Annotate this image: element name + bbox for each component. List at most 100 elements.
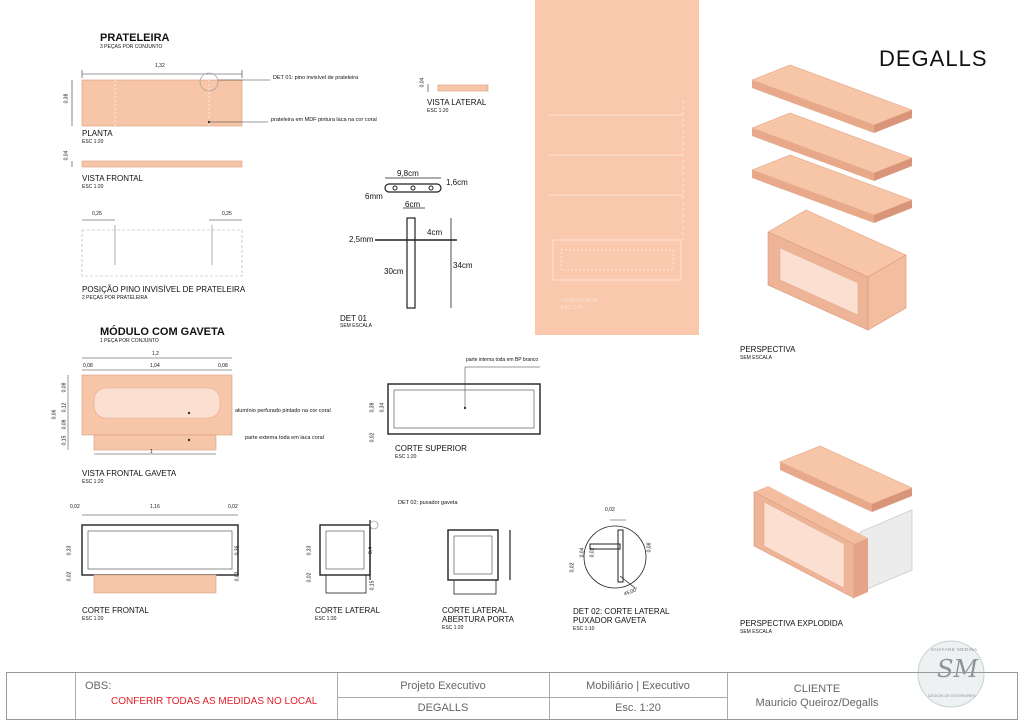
obs-text: CONFERIR TODAS AS MEDIDAS NO LOCAL <box>111 696 318 707</box>
modulo-dim-c: 0,08 <box>218 363 228 369</box>
cf-dim-4: 0,36 <box>234 545 241 556</box>
det01-d8: 34cm <box>453 261 473 270</box>
pin-dim-left: 0,25 <box>92 211 102 217</box>
designer-logo <box>917 640 985 708</box>
modulo-dim-b: 1,04 <box>150 363 160 369</box>
modulo-dim-total: 1,2 <box>152 351 159 357</box>
client-label: CLIENTE <box>793 683 841 695</box>
perspectiva-drawing <box>751 64 913 331</box>
corte-frontal-scale: ESC 1:20 <box>82 616 104 622</box>
cl-dim-3: 0,15 <box>369 580 376 591</box>
corte-lateral-aberta-label: CORTE LATERAL <box>442 606 508 615</box>
det01-drawing <box>375 177 457 309</box>
det02-dim-4: 0,08 <box>646 542 653 553</box>
cs-dim-2: 0,02 <box>369 432 376 443</box>
note-det02: DET 02: puxador gaveta <box>398 500 458 506</box>
logo-initials: SM <box>937 655 979 683</box>
modulo-dim-a: 0,08 <box>83 363 93 369</box>
prateleira-title: PRATELEIRA <box>100 32 170 44</box>
cf-dim-2: 0,02 <box>228 504 238 510</box>
det02-dim-3: 0,02 <box>589 547 596 558</box>
cs-dim-0: 0,38 <box>369 402 376 413</box>
note-aluminio: alumínio perfurado pintado na cor coral <box>235 408 331 414</box>
cs-dim-1: 0,34 <box>379 402 386 413</box>
corte-superior-drawing <box>387 366 541 435</box>
perspectiva-subtitle: SEM ESCALA <box>740 355 772 361</box>
cf-dim-5: 0,02 <box>66 571 73 582</box>
modulo-dim-bottom: 1 <box>150 449 153 455</box>
det01-title: DET 01 <box>340 314 367 323</box>
det01-d2: 1,6cm <box>446 178 468 187</box>
vista-lateral-scale: ESC 1:20 <box>427 108 449 114</box>
brand-title: DEGALLS <box>879 46 988 71</box>
scale-text: Esc. 1:20 <box>615 702 661 714</box>
modulo-subtitle: 1 PEÇA POR CONJUNTO <box>100 338 159 344</box>
stage-text: Projeto Executivo <box>400 680 486 692</box>
vista-frontal-label: VISTA FRONTAL <box>82 174 144 183</box>
det02-dim-2: 0,04 <box>579 547 586 558</box>
note-interna: parte interna toda em BP branco <box>466 357 539 363</box>
elevation-panel <box>535 0 699 335</box>
logo-bottom-text: DESIGN DE INTERIORES <box>928 693 976 698</box>
corte-superior-label: CORTE SUPERIOR <box>395 444 467 453</box>
det02-drawing <box>583 519 647 589</box>
det01-subtitle: SEM ESCALA <box>340 323 372 329</box>
modulo-dim-left-0: 0,08 <box>61 382 68 393</box>
corte-lateral-drawing <box>319 520 379 594</box>
vista-frontal-gaveta-label: VISTA FRONTAL GAVETA <box>82 469 177 478</box>
note-externa: parte externa toda em laca coral <box>245 435 324 441</box>
prateleira-dim-thick: 0,04 <box>63 150 70 161</box>
corte-frontal-label: CORTE FRONTAL <box>82 606 149 615</box>
det01-d5: 2,5mm <box>349 235 374 244</box>
pin-dim-right: 0,25 <box>222 211 232 217</box>
lateral-dim-thick: 0,04 <box>419 77 426 88</box>
logo-top-text: SHAYANE MEDINA <box>931 647 978 652</box>
det01-d4: 6cm <box>405 200 421 209</box>
perspectiva-explodida-title: PERSPECTIVA EXPLODIDA <box>740 619 843 628</box>
modulo-dim-left-2: 0,08 <box>61 419 68 430</box>
det02-label2: PUXADOR GAVETA <box>573 616 647 625</box>
cl-dim-2: 0,02 <box>306 572 313 583</box>
modulo-dim-left-3: 0,06 <box>51 409 58 420</box>
posicao-subtitle: 2 PEÇAS POR PRATELEIRA <box>82 295 148 301</box>
modulo-title: MÓDULO COM GAVETA <box>100 326 225 338</box>
modulo-dim-left-4: 0,15 <box>61 435 68 446</box>
vista-frontal-gaveta-scale: ESC 1:20 <box>82 479 104 485</box>
posicao-label: POSIÇÃO PINO INVISÍVEL DE PRATELEIRA <box>82 285 246 294</box>
obs-label: OBS: <box>85 680 112 692</box>
cf-dim-3: 0,33 <box>66 545 73 556</box>
cl-dim-0: 0,33 <box>306 545 313 556</box>
det01-d3: 6mm <box>365 192 383 201</box>
corte-lateral-scale: ESC 1:20 <box>315 616 337 622</box>
corte-lateral-aberta-drawing <box>447 529 511 595</box>
corte-lateral-label: CORTE LATERAL <box>315 606 381 615</box>
det01-d7: 30cm <box>384 267 404 276</box>
corte-frontal-drawing <box>81 514 239 594</box>
det01-d6: 4cm <box>427 228 443 237</box>
category-text: Mobiliário | Executivo <box>586 680 690 692</box>
vista-frontal-gaveta-drawing <box>67 357 233 455</box>
elevation-label: VISTA FRONTAL <box>561 298 600 304</box>
planta-scale: ESC 1:20 <box>82 139 104 145</box>
project-text: DEGALLS <box>417 702 469 714</box>
modulo-dim-left-1: 0,12 <box>61 402 68 413</box>
note-mdf: prateleira em MDF pintura laca na cor co… <box>271 117 377 123</box>
prateleira-drawings <box>71 70 270 277</box>
perspectiva-explodida-drawing <box>753 445 913 599</box>
cf-dim-1: 1,16 <box>150 504 160 510</box>
corte-lateral-aberta-scale: ESC 1:20 <box>442 625 464 631</box>
det02-label: DET 02: CORTE LATERAL <box>573 607 670 616</box>
cf-dim-0: 0,02 <box>70 504 80 510</box>
det01-d1: 9,8cm <box>397 169 419 178</box>
det02-scale: ESC 1:10 <box>573 626 595 632</box>
vista-frontal-scale: ESC 1:20 <box>82 184 104 190</box>
corte-lateral-aberta-label2: ABERTURA PORTA <box>442 615 515 624</box>
corte-superior-scale: ESC 1:20 <box>395 454 417 460</box>
prateleira-dim-width: 1,32 <box>155 63 165 69</box>
vista-lateral-shape <box>427 84 489 92</box>
det02-dim-1: 0,02 <box>569 562 576 573</box>
vista-lateral-label: VISTA LATERAL <box>427 98 487 107</box>
client-text: Mauricio Queiroz/Degalls <box>755 697 879 709</box>
cf-dim-6: 0,02 <box>234 571 241 582</box>
